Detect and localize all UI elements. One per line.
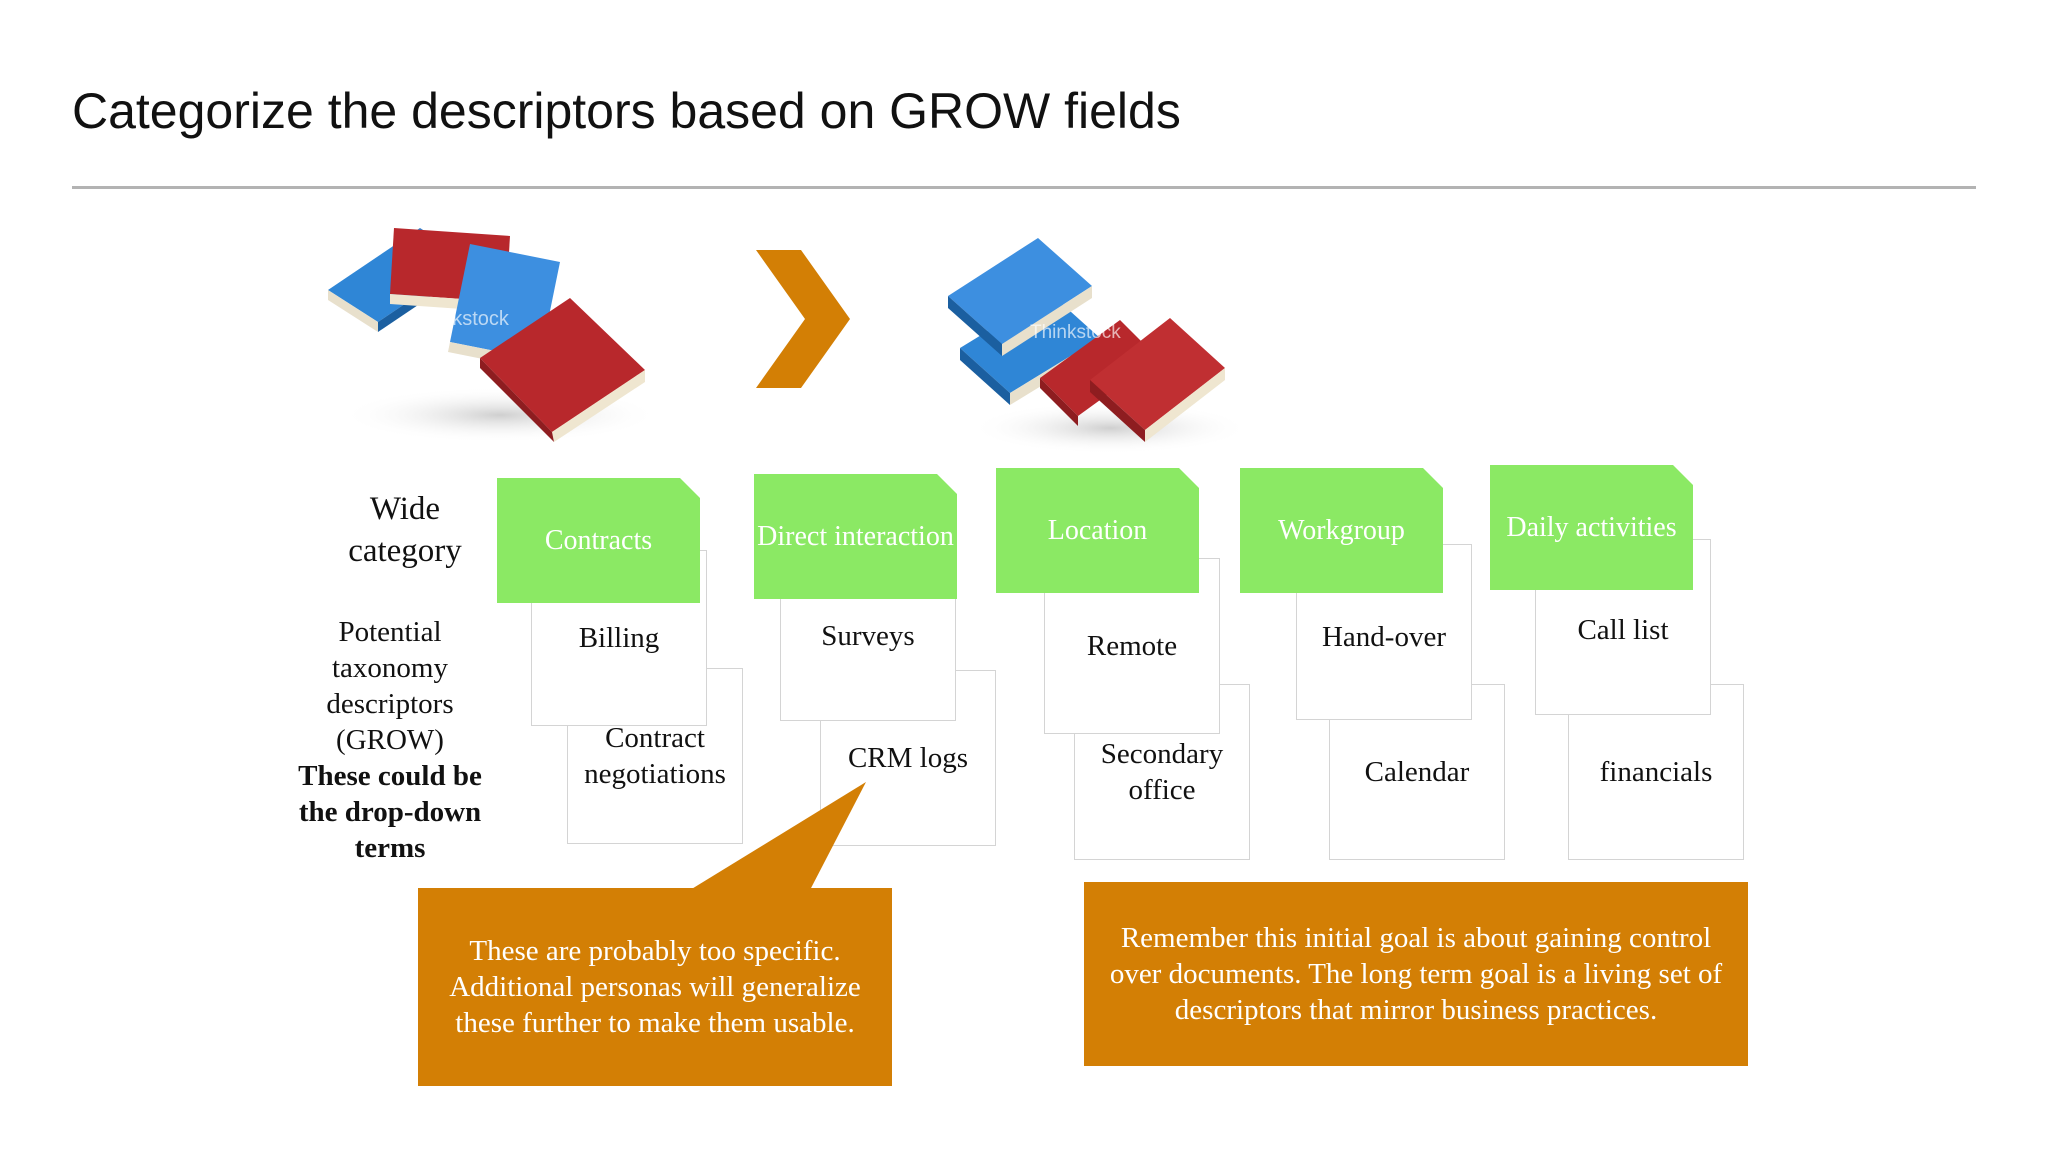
- callout-right: Remember this initial goal is about gain…: [1084, 882, 1748, 1066]
- descriptor-label: Calendar: [1364, 756, 1470, 788]
- descriptor-label: CRM logs: [847, 742, 969, 774]
- category-workgroup: Workgroup: [1240, 468, 1443, 593]
- descriptor-label: Surveys: [821, 620, 915, 652]
- page-title: Categorize the descriptors based on GROW…: [72, 83, 1181, 139]
- descriptor-label: financials: [1599, 756, 1713, 788]
- category-label: Daily activities: [1506, 512, 1677, 543]
- category-contracts: Contracts: [497, 478, 700, 603]
- callout-pointer: [690, 782, 866, 890]
- watermark-text: Thinkstock: [1030, 322, 1121, 343]
- descriptor-label: Call list: [1577, 614, 1669, 646]
- wide-category-label: Wide category: [348, 491, 462, 569]
- watermark-text: thinkstock: [420, 308, 510, 330]
- category-label: Location: [1047, 515, 1148, 546]
- chevron-right-icon: [756, 250, 850, 388]
- category-label: Workgroup: [1278, 515, 1405, 546]
- descriptor-label: Secondary office: [1100, 738, 1224, 806]
- stacked-books-image: Thinkstock: [948, 238, 1240, 454]
- category-direct-interaction: Direct interaction: [754, 474, 957, 599]
- dropdown-terms-note: These could be the drop-down terms: [298, 760, 482, 864]
- category-daily-activities: Daily activities: [1490, 465, 1693, 590]
- category-label: Direct interaction: [757, 521, 954, 552]
- descriptor-label: Remote: [1086, 630, 1178, 662]
- descriptor-label: Hand-over: [1321, 621, 1446, 653]
- potential-descriptors-label: Potential taxonomy descriptors (GROW): [326, 616, 454, 756]
- descriptor-label: Contract negotiations: [584, 722, 726, 790]
- title-divider: [72, 186, 1976, 189]
- callout-left-text: These are probably too specific. Additio…: [449, 935, 861, 1039]
- category-location: Location: [996, 468, 1199, 593]
- callout-right-text: Remember this initial goal is about gain…: [1109, 922, 1723, 1026]
- descriptor-label: Billing: [578, 622, 660, 654]
- messy-books-image: thinkstock: [328, 228, 660, 443]
- callout-left: These are probably too specific. Additio…: [418, 888, 892, 1086]
- category-label: Contracts: [544, 525, 653, 556]
